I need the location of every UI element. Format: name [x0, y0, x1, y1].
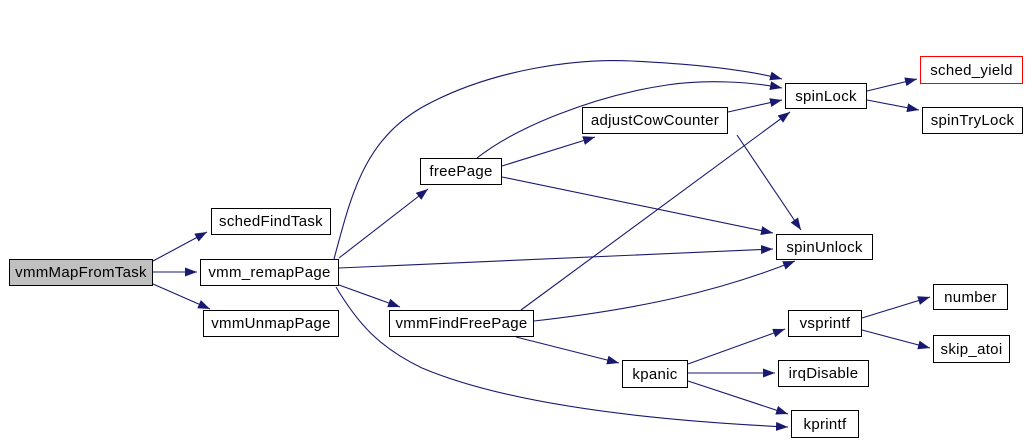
- edge-vmmMapFromTask-schedFindTask: [152, 231, 208, 262]
- edge-adjustCowCounter-spinUnlock: [736, 134, 802, 231]
- node-label-spinLock: spinLock: [795, 87, 857, 105]
- node-spinLock[interactable]: spinLock: [785, 83, 867, 109]
- node-label-skip_atoi: skip_atoi: [940, 340, 1003, 358]
- node-label-freePage: freePage: [429, 163, 493, 180]
- node-label-vmmMapFromTask: vmmMapFromTask: [15, 264, 147, 281]
- edge-vmm_remapPage-spinUnlock: [338, 245, 774, 269]
- node-label-vmmUnmapPage: vmmUnmapPage: [211, 315, 331, 332]
- edge-freePage-adjustCowCounter: [501, 136, 596, 167]
- node-skip_atoi[interactable]: skip_atoi: [933, 335, 1010, 363]
- node-vmmMapFromTask: vmmMapFromTask: [9, 259, 153, 286]
- edge-vmmFindFreePage-spinLock: [520, 111, 791, 311]
- edge-spinLock-sched_yield: [866, 77, 918, 92]
- node-label-number: number: [944, 288, 997, 306]
- edge-vmmFindFreePage-kpanic: [515, 336, 620, 365]
- node-kpanic[interactable]: kpanic: [622, 360, 688, 388]
- node-label-vsprintf: vsprintf: [799, 315, 851, 332]
- edge-vsprintf-skip_atoi: [861, 329, 931, 350]
- node-label-spinTryLock: spinTryLock: [930, 112, 1015, 129]
- node-kprintf[interactable]: kprintf: [791, 410, 859, 438]
- node-vmmUnmapPage[interactable]: vmmUnmapPage: [203, 310, 339, 337]
- node-label-kpanic: kpanic: [632, 365, 678, 383]
- edge-vsprintf-number: [861, 296, 931, 319]
- edge-vmm_remapPage-freePage: [338, 188, 429, 259]
- edge-vmmFindFreePage-spinUnlock: [533, 260, 796, 322]
- node-label-vmm_remapPage: vmm_remapPage: [208, 264, 331, 281]
- edge-kpanic-vsprintf: [687, 328, 786, 365]
- edge-freePage-spinLock: [476, 81, 783, 159]
- node-label-adjustCowCounter: adjustCowCounter: [590, 112, 720, 129]
- node-freePage[interactable]: freePage: [420, 158, 502, 185]
- node-vmm_remapPage[interactable]: vmm_remapPage: [200, 259, 339, 286]
- edge-freePage-spinUnlock: [501, 176, 774, 235]
- node-irqDisable[interactable]: irqDisable: [778, 360, 869, 387]
- node-label-vmmFindFreePage: vmmFindFreePage: [395, 315, 528, 332]
- node-adjustCowCounter[interactable]: adjustCowCounter: [582, 107, 728, 134]
- node-vmmFindFreePage[interactable]: vmmFindFreePage: [389, 310, 534, 337]
- node-spinUnlock[interactable]: spinUnlock: [776, 234, 873, 260]
- node-label-irqDisable: irqDisable: [788, 365, 859, 382]
- node-label-sched_yield: sched_yield: [930, 61, 1013, 79]
- edge-kpanic-kprintf: [687, 380, 789, 415]
- node-schedFindTask[interactable]: schedFindTask: [211, 208, 331, 235]
- edge-vmm_remapPage-kprintf: [335, 286, 789, 431]
- node-label-schedFindTask: schedFindTask: [219, 213, 323, 230]
- edge-spinLock-spinTryLock: [866, 99, 920, 113]
- node-sched_yield[interactable]: sched_yield: [920, 56, 1023, 84]
- node-label-kprintf: kprintf: [803, 415, 847, 433]
- edge-vmm_remapPage-vmmFindFreePage: [338, 284, 401, 308]
- edge-vmm_remapPage-spinLock: [333, 60, 783, 260]
- edge-adjustCowCounter-spinLock: [727, 98, 783, 113]
- node-label-spinUnlock: spinUnlock: [786, 238, 863, 256]
- node-number[interactable]: number: [933, 284, 1008, 310]
- edge-vmmMapFromTask-vmmUnmapPage: [152, 283, 211, 310]
- node-spinTryLock[interactable]: spinTryLock: [922, 107, 1023, 134]
- node-vsprintf[interactable]: vsprintf: [788, 310, 862, 337]
